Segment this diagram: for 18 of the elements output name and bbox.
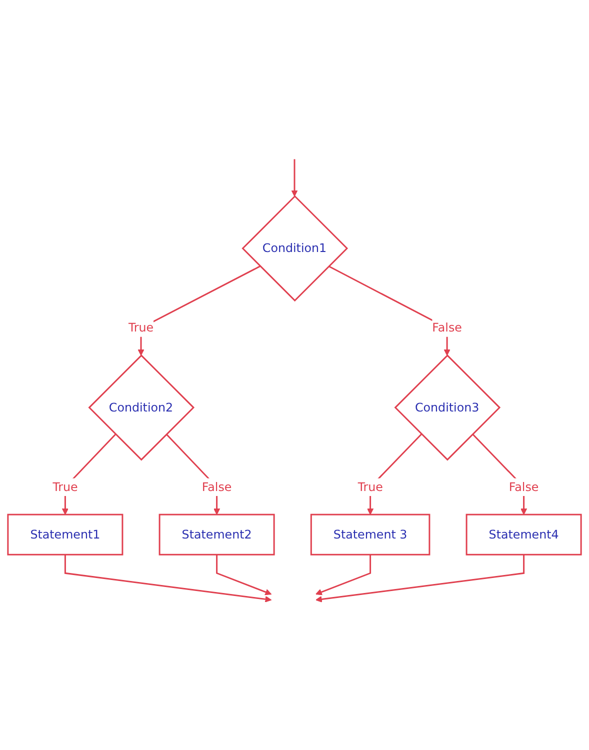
arrow (316, 554, 525, 602)
edge-label: False (508, 479, 539, 494)
node-box: Statement4 (466, 513, 582, 555)
edge-label: False (432, 320, 462, 334)
arrow (64, 554, 272, 602)
edge-label: False (202, 479, 232, 494)
node-diamond: Condition1 (242, 194, 348, 302)
edge-label: True (128, 320, 154, 334)
arrow (316, 554, 372, 595)
node-box: Statement1 (7, 513, 124, 555)
node-diamond: Condition3 (394, 354, 501, 460)
node-box: Statement 3 (310, 513, 430, 555)
arrow (216, 554, 272, 595)
node-diamond: Condition2 (88, 354, 195, 460)
node-box: Statement2 (158, 513, 275, 555)
arrow (291, 158, 298, 196)
edge-label: True (52, 479, 78, 494)
edge-label: True (358, 479, 383, 494)
